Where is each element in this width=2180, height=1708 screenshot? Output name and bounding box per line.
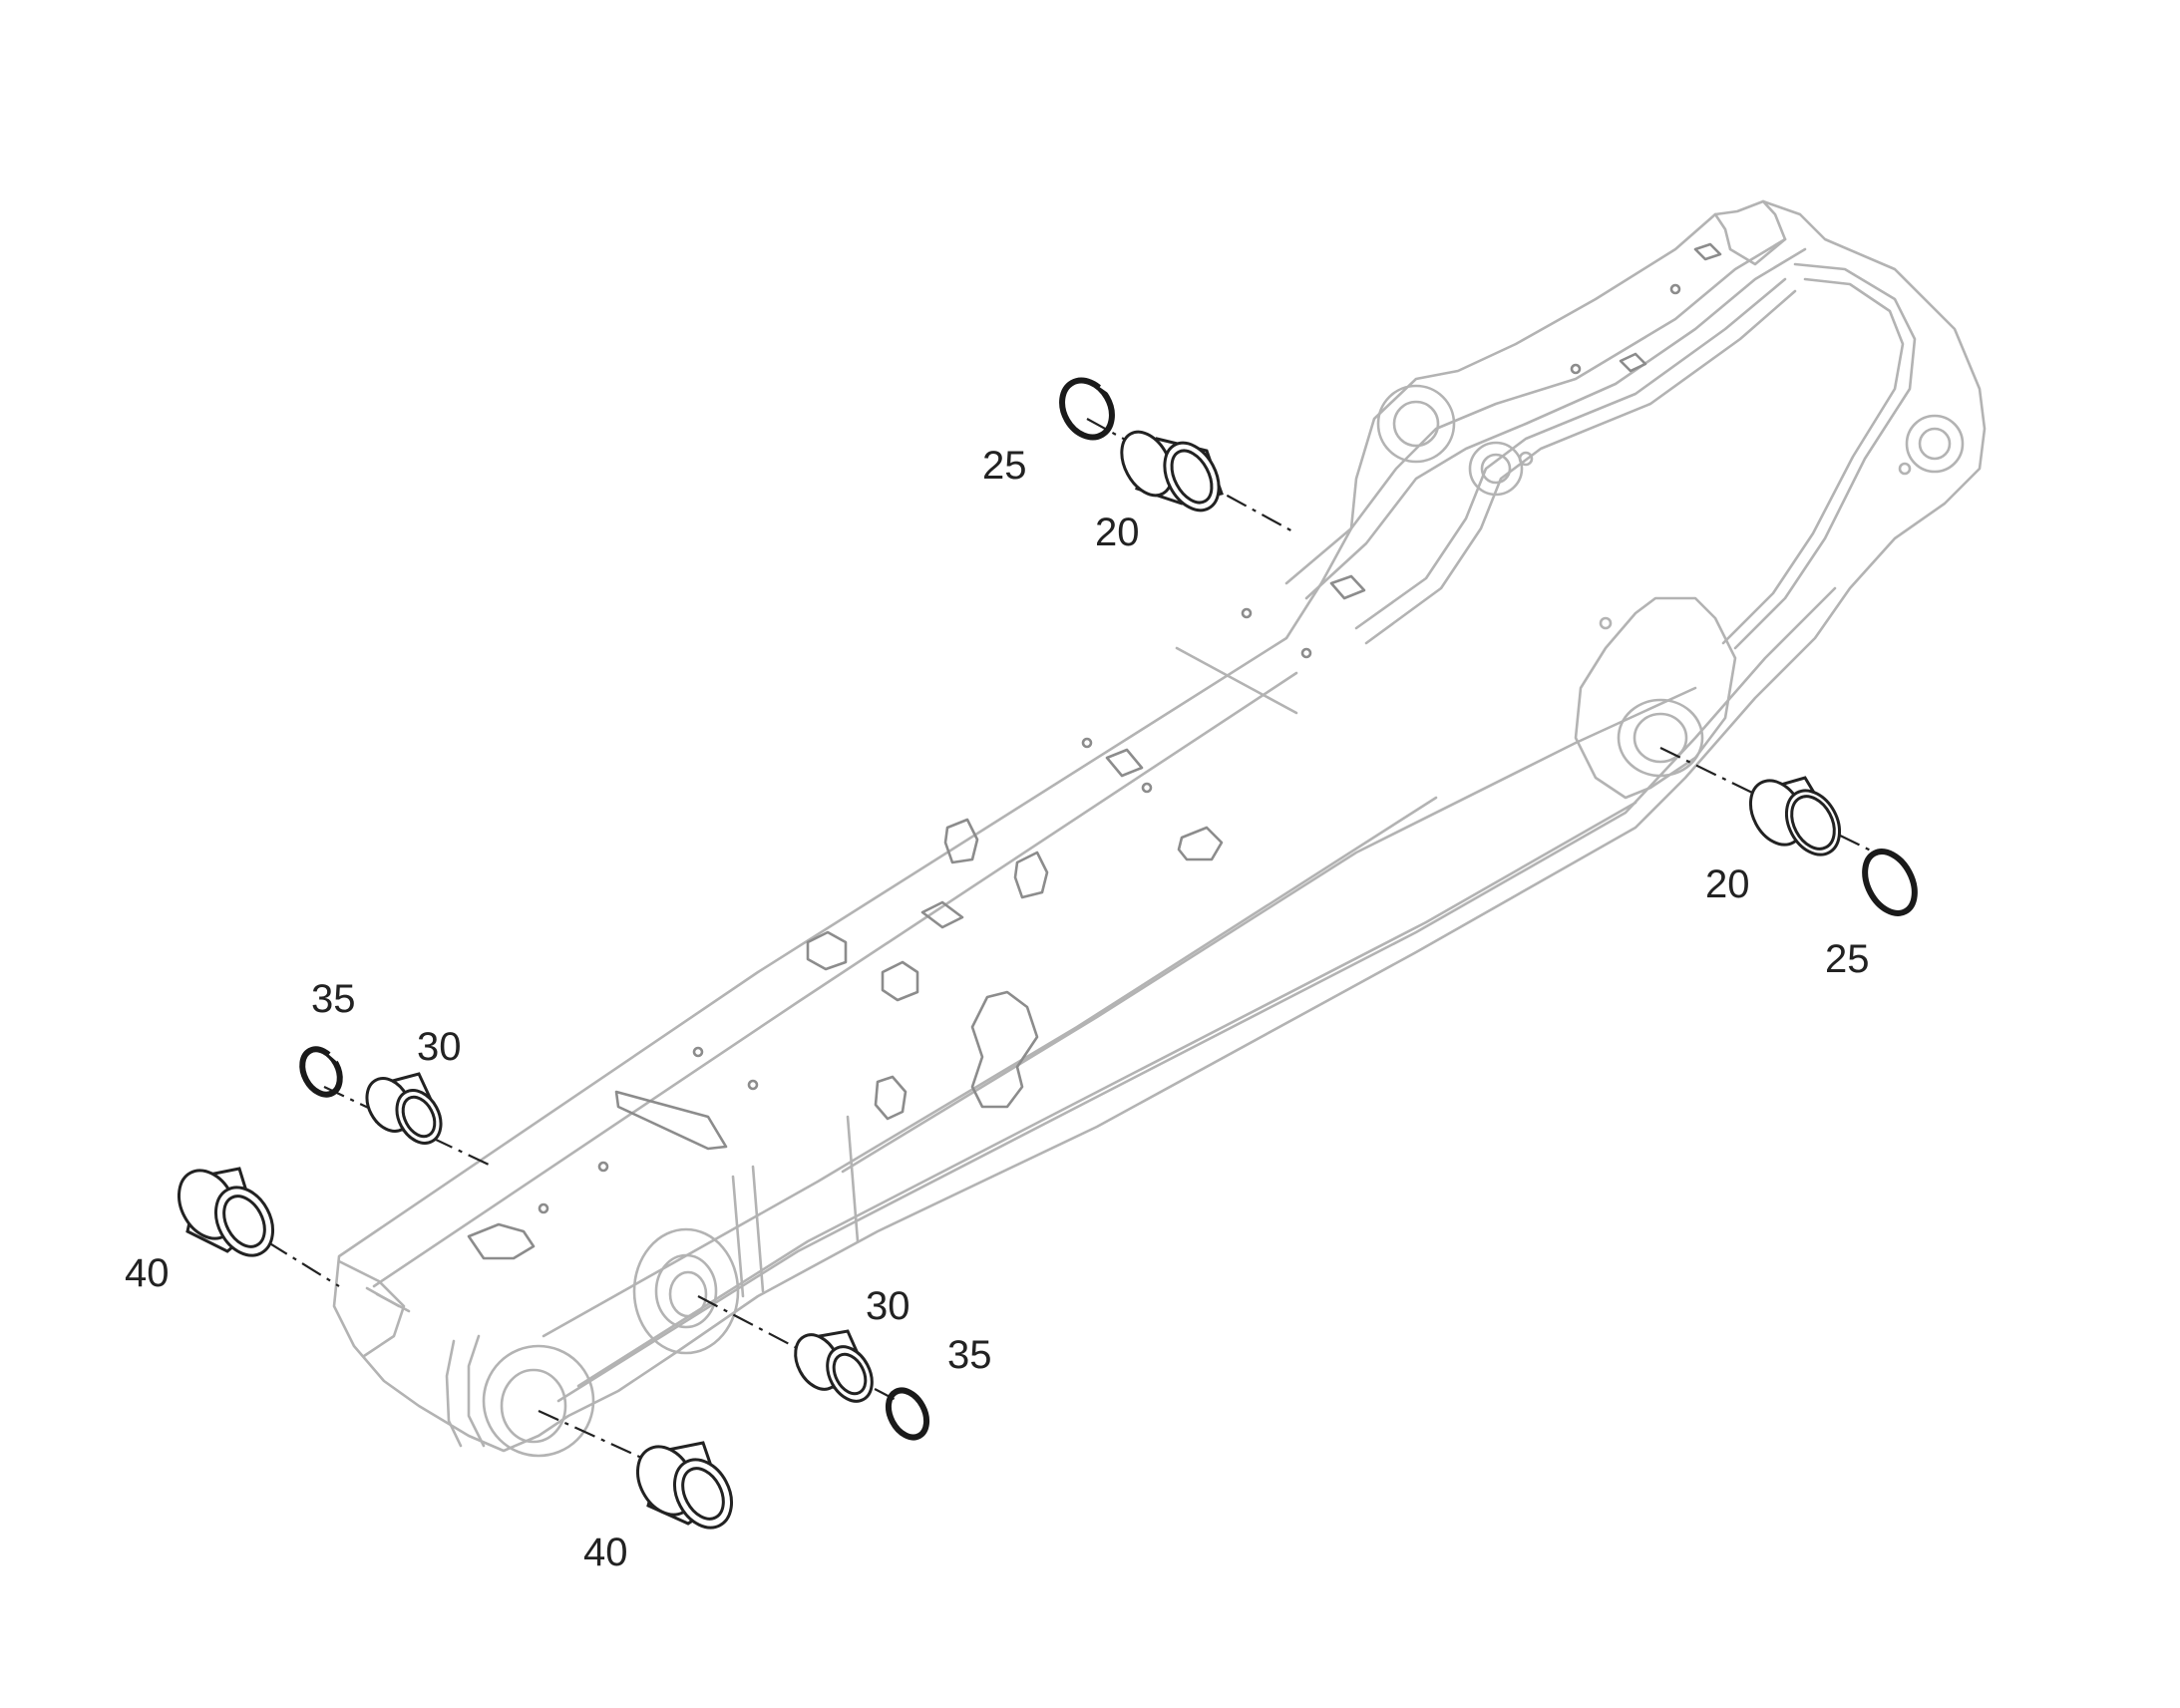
callout-bushing-left-large: 40	[125, 1251, 170, 1295]
bushing-center	[794, 1329, 874, 1403]
callout-ring-right: 25	[1825, 937, 1870, 981]
callout-bushing-center: 30	[866, 1284, 910, 1328]
callout-bushing-top: 20	[1095, 511, 1140, 554]
callout-ring-top: 25	[982, 444, 1027, 488]
snap-ring-top	[1059, 377, 1115, 441]
bushing-top	[1120, 430, 1224, 512]
bushing-bottom	[635, 1441, 734, 1530]
callout-bushing-left-small: 30	[417, 1025, 462, 1069]
axis-lines	[233, 418, 1876, 1463]
parts	[177, 377, 1918, 1530]
callout-ring-left-small: 35	[311, 977, 356, 1021]
axis-line-bottom	[538, 1409, 649, 1463]
bushing-left-large	[177, 1167, 275, 1257]
bushing-left-small	[365, 1072, 443, 1145]
snap-ring-right	[1862, 849, 1918, 916]
bushing-right	[1748, 776, 1842, 856]
callouts: 25 20 20 25 35 30 40 30 35 40	[125, 444, 1870, 1574]
deck-fittings	[467, 242, 1722, 1260]
callout-bushing-bottom: 40	[583, 1531, 628, 1574]
boom-structure	[332, 199, 1987, 1458]
snap-ring-center	[885, 1387, 930, 1441]
snap-ring-left	[299, 1046, 343, 1098]
callout-bushing-right: 20	[1705, 862, 1750, 906]
callout-ring-center: 35	[947, 1333, 992, 1377]
